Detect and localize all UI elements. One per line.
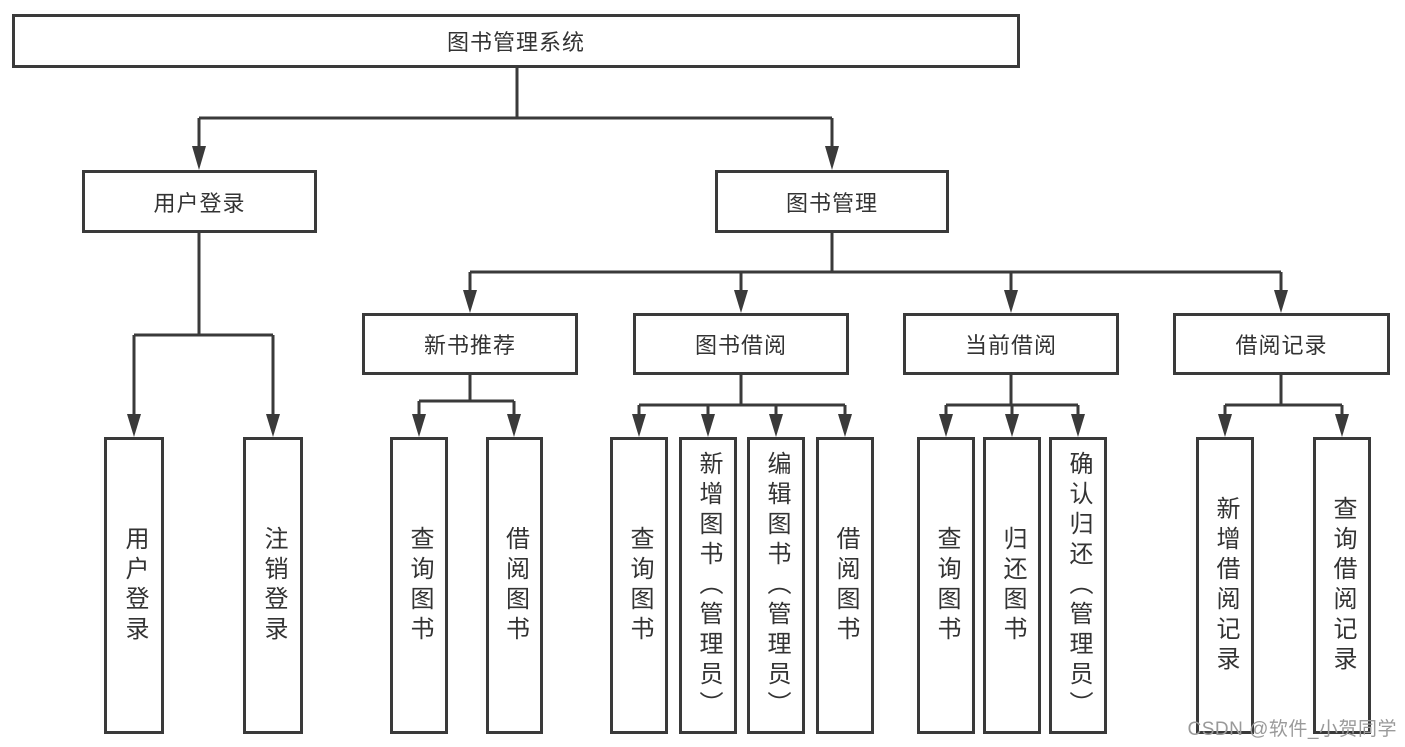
- node-current-borrow: 当前借阅: [903, 313, 1119, 375]
- node-book-management: 图书管理: [715, 170, 949, 233]
- leaf-add-book-admin: 新增图书（管理员）: [679, 437, 737, 734]
- leaf-user-login: 用户登录: [104, 437, 164, 734]
- leaf-borrow-books: 借阅图书: [816, 437, 874, 734]
- node-book-borrow: 图书借阅: [633, 313, 849, 375]
- leaf-query-books-recommend: 查询图书: [390, 437, 448, 734]
- node-new-book-recommend: 新书推荐: [362, 313, 578, 375]
- leaf-query-books-borrow: 查询图书: [610, 437, 668, 734]
- node-user-login: 用户登录: [82, 170, 317, 233]
- leaf-add-borrow-record: 新增借阅记录: [1196, 437, 1254, 734]
- leaf-edit-book-admin: 编辑图书（管理员）: [747, 437, 805, 734]
- leaf-borrow-books-recommend: 借阅图书: [486, 437, 543, 734]
- leaf-query-borrow-record: 查询借阅记录: [1313, 437, 1371, 734]
- leaf-return-book: 归还图书: [983, 437, 1041, 734]
- node-library-management-system: 图书管理系统: [12, 14, 1020, 68]
- leaf-logout: 注销登录: [243, 437, 303, 734]
- leaf-confirm-return-admin: 确认归还（管理员）: [1049, 437, 1107, 734]
- leaf-query-books-current: 查询图书: [917, 437, 975, 734]
- csdn-watermark: CSDN @软件_小贺同学: [1187, 719, 1397, 740]
- node-borrow-record: 借阅记录: [1173, 313, 1390, 375]
